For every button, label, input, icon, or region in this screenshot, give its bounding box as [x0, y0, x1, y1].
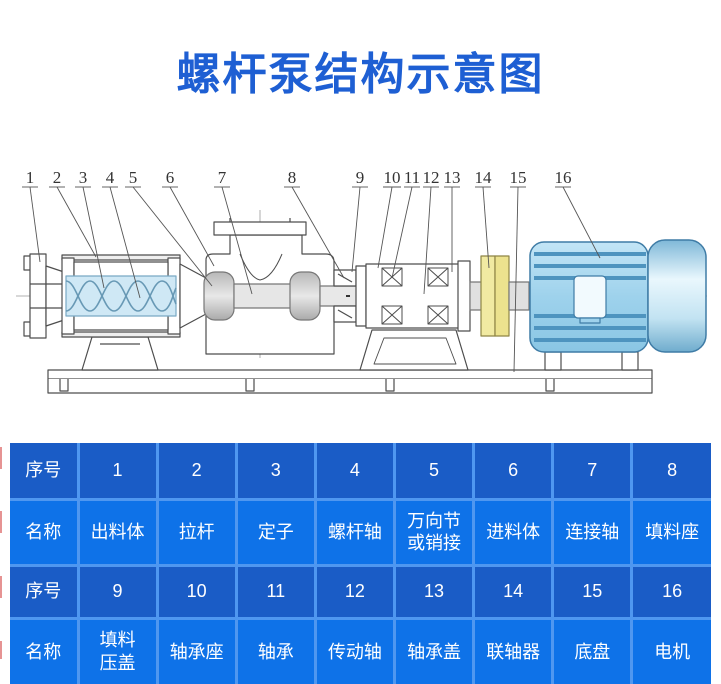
pump-pedestal-rear	[359, 329, 469, 371]
motor	[529, 239, 707, 371]
part-name-cell: 传动轴	[313, 616, 397, 684]
part-number-cell: 13	[392, 563, 476, 620]
part-number-cell: 8	[630, 441, 713, 501]
part-number-cell: 11	[234, 563, 317, 620]
part-name-cell: 轴承	[234, 616, 317, 684]
pump-structure-diagram: 1 2 3 4 5 6 7 8 9 10 11 12 13 14 15 16	[0, 158, 721, 443]
row-header: 名称	[8, 616, 80, 684]
part-label-14: 14	[475, 168, 493, 187]
part-name-cell: 电机	[630, 616, 713, 684]
part-number-cell: 6	[472, 441, 555, 501]
universal-joint-right	[289, 271, 321, 321]
row-header: 序号	[8, 563, 80, 620]
part-number-cell: 15	[551, 563, 634, 620]
coupling	[480, 255, 510, 337]
part-name-cell: 填料 压盖	[76, 616, 159, 684]
part-number-cell: 14	[472, 563, 555, 620]
part-number-cell: 12	[313, 563, 397, 620]
chassis	[47, 369, 653, 394]
motor-shaft-stub	[508, 281, 530, 311]
part-number-cell: 7	[551, 441, 634, 501]
bearings	[381, 267, 449, 325]
edge-artifact	[0, 511, 2, 533]
part-name-cell: 连接轴	[551, 497, 634, 567]
part-label-12: 12	[423, 168, 440, 187]
table-row: 序号 1 2 3 4 5 6 7 8	[8, 441, 713, 501]
part-name-cell: 万向节 或销接	[392, 497, 476, 567]
motor-terminal-box	[573, 275, 607, 319]
parts-table: 序号 1 2 3 4 5 6 7 8 名称 出料体 拉杆 定子 螺杆轴 万向节 …	[8, 441, 713, 684]
part-label-11: 11	[404, 168, 420, 187]
part-name-cell: 拉杆	[155, 497, 238, 567]
part-label-16: 16	[555, 168, 572, 187]
part-label-6: 6	[166, 168, 175, 187]
part-label-10: 10	[384, 168, 401, 187]
part-name-cell: 定子	[234, 497, 317, 567]
part-number-cell: 5	[392, 441, 476, 501]
part-name-cell: 螺杆轴	[313, 497, 397, 567]
universal-joint-left	[203, 271, 235, 321]
page-title: 螺杆泵结构示意图	[176, 50, 545, 99]
row-header: 名称	[8, 497, 80, 567]
part-name-cell: 底盘	[551, 616, 634, 684]
part-number-cell: 10	[155, 563, 238, 620]
table-row: 名称 填料 压盖 轴承座 轴承 传动轴 轴承盖 联轴器 底盘 电机	[8, 616, 713, 684]
edge-artifact	[0, 641, 2, 659]
part-label-13: 13	[444, 168, 461, 187]
part-label-4: 4	[106, 168, 115, 187]
part-label-15: 15	[510, 168, 527, 187]
screw-shaft	[65, 275, 177, 317]
motor-end-cap	[647, 239, 707, 353]
part-label-3: 3	[79, 168, 88, 187]
row-header: 序号	[8, 441, 80, 501]
part-number-cell: 3	[234, 441, 317, 501]
part-label-7: 7	[218, 168, 227, 187]
part-label-2: 2	[53, 168, 62, 187]
part-name-cell: 出料体	[76, 497, 159, 567]
connecting-shaft	[233, 283, 293, 309]
table-row: 序号 9 10 11 12 13 14 15 16	[8, 563, 713, 620]
part-name-cell: 填料座	[630, 497, 713, 567]
edge-artifact	[0, 576, 2, 598]
part-number-cell: 2	[155, 441, 238, 501]
part-number-cell: 4	[313, 441, 397, 501]
part-number-cell: 1	[76, 441, 159, 501]
table-row: 名称 出料体 拉杆 定子 螺杆轴 万向节 或销接 进料体 连接轴 填料座	[8, 497, 713, 567]
part-name-cell: 轴承座	[155, 616, 238, 684]
part-label-1: 1	[26, 168, 35, 187]
part-label-5: 5	[129, 168, 138, 187]
part-label-8: 8	[288, 168, 297, 187]
part-number-cell: 9	[76, 563, 159, 620]
part-name-cell: 轴承盖	[392, 616, 476, 684]
shaft-stub	[469, 281, 483, 311]
part-label-9: 9	[356, 168, 365, 187]
part-name-cell: 进料体	[472, 497, 555, 567]
part-name-cell: 联轴器	[472, 616, 555, 684]
pump-pedestal-front	[81, 336, 159, 371]
part-number-cell: 16	[630, 563, 713, 620]
edge-artifact	[0, 447, 2, 469]
part-callouts: 1 2 3 4 5 6 7 8 9 10 11 12 13 14 15 16	[22, 168, 601, 373]
